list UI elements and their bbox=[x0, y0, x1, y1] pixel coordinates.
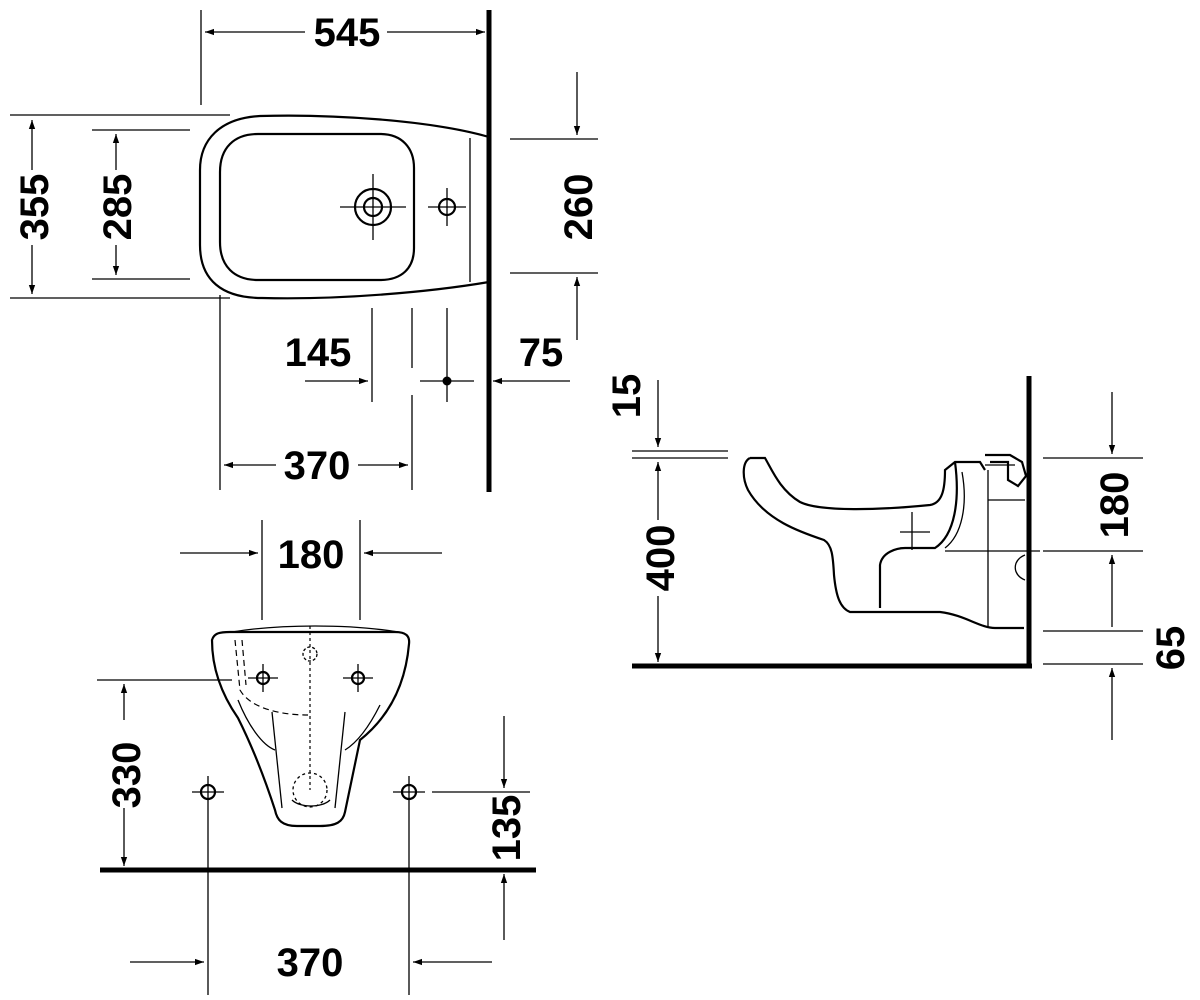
top-hole-icon bbox=[302, 646, 318, 662]
top-view: 545 355 285 260 145 75 370 bbox=[10, 10, 601, 492]
tap-hole-icon bbox=[340, 174, 406, 240]
dim-side-rim-height: 400 bbox=[639, 525, 683, 592]
dim-side-rim-offset: 15 bbox=[605, 374, 649, 419]
dim-top-fixing-spacing: 370 bbox=[284, 444, 351, 488]
bidet-outline-top bbox=[198, 114, 490, 300]
fixing-bolt-right-icon bbox=[393, 776, 425, 808]
dim-front-waste-width: 180 bbox=[278, 533, 345, 577]
tap-hole-right-icon bbox=[343, 664, 373, 692]
dim-top-wall-offset: 75 bbox=[519, 331, 564, 375]
overflow-hole-icon bbox=[428, 188, 466, 226]
dim-front-fixing-spacing: 370 bbox=[277, 941, 344, 985]
bidet-outline-front bbox=[210, 630, 411, 828]
dim-top-width: 545 bbox=[314, 11, 381, 55]
tap-hole-left-icon bbox=[248, 664, 278, 692]
dim-top-wall-fixing: 260 bbox=[557, 174, 601, 241]
side-view: 15 400 180 65 bbox=[605, 374, 1193, 740]
fixing-bolt-left-icon bbox=[192, 776, 224, 808]
bidet-bowl-top bbox=[218, 132, 416, 282]
bidet-outline-side bbox=[742, 457, 1024, 630]
dim-front-height: 330 bbox=[105, 742, 149, 809]
dim-side-waste-low: 65 bbox=[1149, 626, 1193, 671]
dim-side-waste-height: 180 bbox=[1093, 472, 1137, 539]
dim-top-tap-offset: 145 bbox=[285, 331, 352, 375]
dim-top-bowl-depth: 285 bbox=[96, 174, 140, 241]
front-view: 180 330 135 370 bbox=[97, 520, 536, 995]
dim-top-overall-depth: 355 bbox=[13, 174, 57, 241]
fixing-point-icon bbox=[442, 376, 452, 386]
waste-outlet-icon bbox=[292, 772, 328, 808]
dim-front-fixing-height: 135 bbox=[485, 795, 529, 862]
